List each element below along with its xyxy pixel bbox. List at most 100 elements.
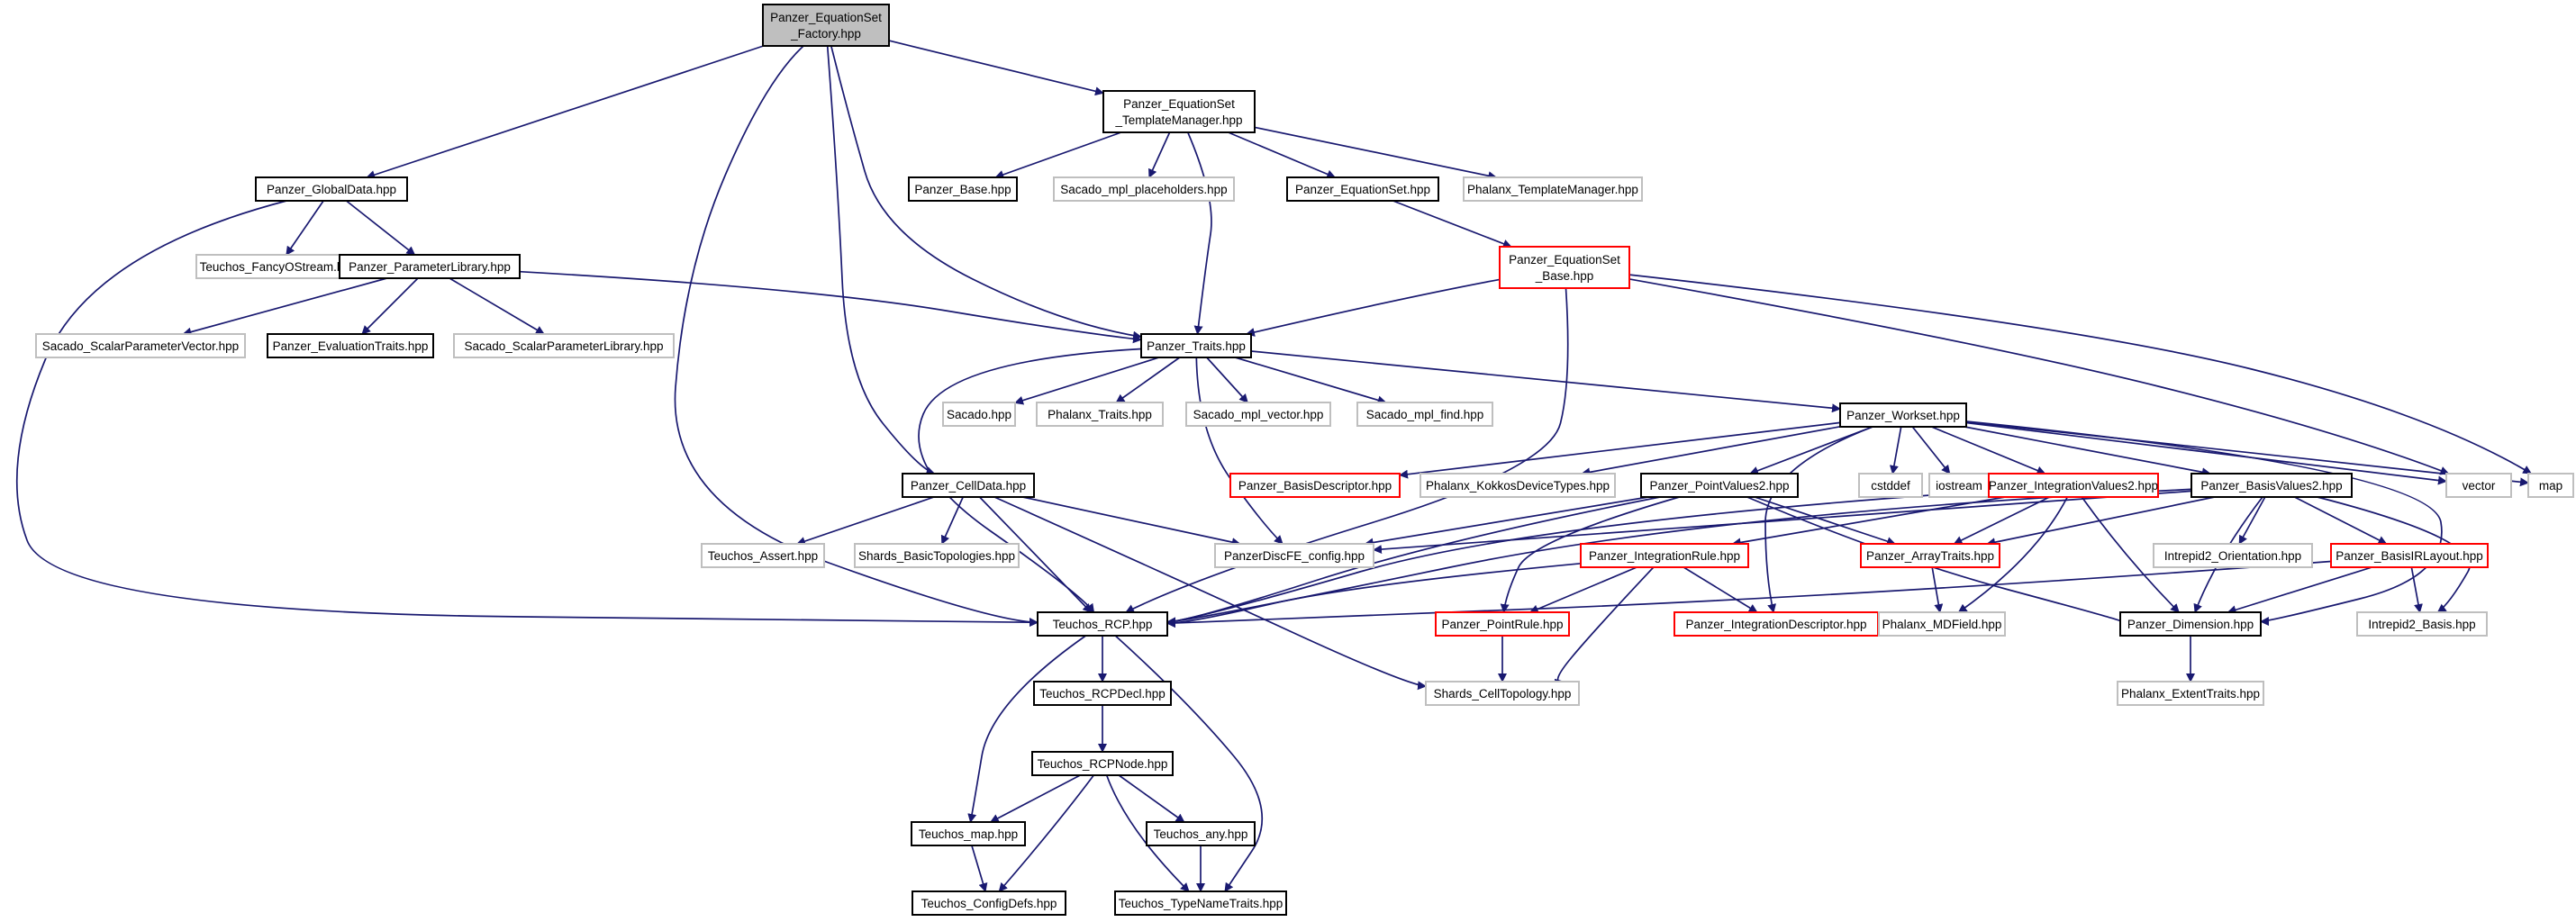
node-label: _Base.hpp <box>1535 269 1594 283</box>
node-tmplmgr[interactable]: Panzer_EquationSet_TemplateManager.hpp <box>1102 90 1256 133</box>
edge-intrule-to-rcp <box>1166 562 1582 628</box>
node-label: Panzer_EvaluationTraits.hpp <box>273 339 429 353</box>
edge-paramlib-to-evaltraits <box>361 277 419 335</box>
edge-paramlib-to-scalarvec <box>182 277 387 337</box>
node-label: Panzer_Workset.hpp <box>1846 409 1960 422</box>
edge-factory-to-globaldata <box>366 45 764 179</box>
node-kokkos[interactable]: Phalanx_KokkosDeviceTypes.hpp <box>1420 473 1616 498</box>
node-box <box>1053 176 1235 202</box>
node-label: Sacado_mpl_placeholders.hpp <box>1060 183 1227 196</box>
node-shardsbasic[interactable]: Shards_BasicTopologies.hpp <box>854 543 1020 568</box>
node-box <box>1463 176 1643 202</box>
node-label: Sacado_ScalarParameterLibrary.hpp <box>464 339 663 353</box>
node-mplvector[interactable]: Sacado_mpl_vector.hpp <box>1185 402 1331 427</box>
node-label: Panzer_ArrayTraits.hpp <box>1866 549 1994 563</box>
edge-factory-to-tmplmgr <box>888 40 1104 96</box>
node-box <box>1499 246 1630 289</box>
edge-rcpnode-to-typename <box>1105 774 1190 892</box>
node-scalarvec[interactable]: Sacado_ScalarParameterVector.hpp <box>35 333 246 358</box>
node-layer: Panzer_EquationSet_Factory.hppPanzer_Equ… <box>35 4 2574 916</box>
node-workset[interactable]: Panzer_Workset.hpp <box>1839 402 1967 428</box>
node-rcp[interactable]: Teuchos_RCP.hpp <box>1037 611 1168 637</box>
node-box <box>911 821 1026 846</box>
node-phxtm[interactable]: Phalanx_TemplateManager.hpp <box>1463 176 1643 202</box>
node-box <box>2119 611 2262 637</box>
node-paramlib[interactable]: Panzer_ParameterLibrary.hpp <box>339 254 521 279</box>
node-box <box>1037 611 1168 637</box>
node-configdefs[interactable]: Teuchos_ConfigDefs.hpp <box>912 890 1066 916</box>
node-label: Shards_CellTopology.hpp <box>1434 687 1572 701</box>
node-tany[interactable]: Teuchos_any.hpp <box>1146 821 1256 846</box>
node-evaltraits[interactable]: Panzer_EvaluationTraits.hpp <box>267 333 434 358</box>
node-basislayout[interactable]: Panzer_BasisIRLayout.hpp <box>2330 543 2489 568</box>
node-orientation[interactable]: Intrepid2_Orientation.hpp <box>2153 543 2313 568</box>
node-box <box>762 4 890 47</box>
node-mplph[interactable]: Sacado_mpl_placeholders.hpp <box>1053 176 1235 202</box>
edge-rcpnode-to-configdefs <box>998 774 1094 892</box>
node-box <box>2527 473 2574 498</box>
edge-arraytraits-to-mdfield <box>1931 566 1944 613</box>
node-extent[interactable]: Phalanx_ExtentTraits.hpp <box>2117 681 2264 706</box>
node-label: Teuchos_RCP.hpp <box>1053 618 1153 631</box>
node-arraytraits[interactable]: Panzer_ArrayTraits.hpp <box>1860 543 2000 568</box>
node-cstddef[interactable]: cstddef <box>1858 473 1923 498</box>
node-phxtraits[interactable]: Phalanx_Traits.hpp <box>1036 402 1164 427</box>
node-pointrule[interactable]: Panzer_PointRule.hpp <box>1435 611 1570 637</box>
node-base[interactable]: Panzer_Base.hpp <box>908 176 1018 202</box>
node-label: Phalanx_KokkosDeviceTypes.hpp <box>1426 479 1610 493</box>
edge-factory-to-rcp <box>674 45 1039 628</box>
node-discfe[interactable]: PanzerDiscFE_config.hpp <box>1214 543 1374 568</box>
node-sacado[interactable]: Sacado.hpp <box>942 402 1016 427</box>
edge-pointvalues-to-arraytraits <box>1754 496 1896 546</box>
node-label: Phalanx_MDField.hpp <box>1882 618 2002 631</box>
edge-basisvalues-to-orientation <box>2238 496 2266 545</box>
edge-traits-to-workset <box>1250 350 1841 413</box>
node-intrepidbasis[interactable]: Intrepid2_Basis.hpp <box>2356 611 2488 637</box>
node-label: Panzer_IntegrationValues2.hpp <box>1989 479 2158 493</box>
edge-tmap-to-configdefs <box>971 845 988 892</box>
node-fancy[interactable]: Teuchos_FancyOStream.hpp <box>195 254 361 279</box>
edge-traits-to-mplfind <box>1235 357 1387 405</box>
node-iostream[interactable]: iostream <box>1928 473 1990 498</box>
node-mdfield[interactable]: Phalanx_MDField.hpp <box>1878 611 2006 637</box>
node-vector[interactable]: vector <box>2445 473 2512 498</box>
node-globaldata[interactable]: Panzer_GlobalData.hpp <box>255 176 408 202</box>
node-intdesc[interactable]: Panzer_IntegrationDescriptor.hpp <box>1673 611 1879 637</box>
node-intvalues[interactable]: Panzer_IntegrationValues2.hpp <box>1988 473 2159 498</box>
edge-intvalues-to-rcp <box>1166 490 1990 627</box>
node-typename[interactable]: Teuchos_TypeNameTraits.hpp <box>1114 890 1287 916</box>
node-rcpnode[interactable]: Teuchos_RCPNode.hpp <box>1031 751 1174 776</box>
node-factory: Panzer_EquationSet_Factory.hpp <box>762 4 890 47</box>
node-eqsetbase[interactable]: Panzer_EquationSet_Base.hpp <box>1499 246 1630 289</box>
node-box <box>1185 402 1331 427</box>
node-mplfind[interactable]: Sacado_mpl_find.hpp <box>1356 402 1493 427</box>
node-dimension[interactable]: Panzer_Dimension.hpp <box>2119 611 2262 637</box>
edge-tmplmgr-to-eqset <box>1228 131 1337 179</box>
node-tmap[interactable]: Teuchos_map.hpp <box>911 821 1026 846</box>
edge-workset-to-basisdesc <box>1399 421 1841 479</box>
node-intrule[interactable]: Panzer_IntegrationRule.hpp <box>1580 543 1749 568</box>
node-eqset[interactable]: Panzer_EquationSet.hpp <box>1286 176 1439 202</box>
node-label: Panzer_Traits.hpp <box>1147 339 1246 353</box>
node-box <box>1140 333 1252 358</box>
node-rcpdecl[interactable]: Teuchos_RCPDecl.hpp <box>1033 681 1172 706</box>
edge-celldata-to-shardsbasic <box>940 496 964 545</box>
node-scalarlib[interactable]: Sacado_ScalarParameterLibrary.hpp <box>453 333 675 358</box>
node-map[interactable]: map <box>2527 473 2574 498</box>
edge-basisvalues-to-arraytraits <box>1986 496 2215 547</box>
edge-celldata-to-celltopo <box>993 496 1427 691</box>
node-label: Teuchos_RCPNode.hpp <box>1038 757 1168 771</box>
node-basisvalues[interactable]: Panzer_BasisValues2.hpp <box>2191 473 2353 498</box>
node-celltopo[interactable]: Shards_CellTopology.hpp <box>1425 681 1580 706</box>
node-assert[interactable]: Teuchos_Assert.hpp <box>701 543 825 568</box>
node-celldata[interactable]: Panzer_CellData.hpp <box>902 473 1035 498</box>
node-label: Panzer_ParameterLibrary.hpp <box>349 260 511 274</box>
node-box <box>1839 402 1967 428</box>
node-pointvalues[interactable]: Panzer_PointValues2.hpp <box>1640 473 1799 498</box>
node-traits[interactable]: Panzer_Traits.hpp <box>1140 333 1252 358</box>
node-label: Panzer_PointRule.hpp <box>1441 618 1563 631</box>
node-label: Shards_BasicTopologies.hpp <box>858 549 1015 563</box>
node-basisdesc[interactable]: Panzer_BasisDescriptor.hpp <box>1229 473 1401 498</box>
node-box <box>1860 543 2000 568</box>
edge-factory-to-celldata <box>826 45 936 475</box>
